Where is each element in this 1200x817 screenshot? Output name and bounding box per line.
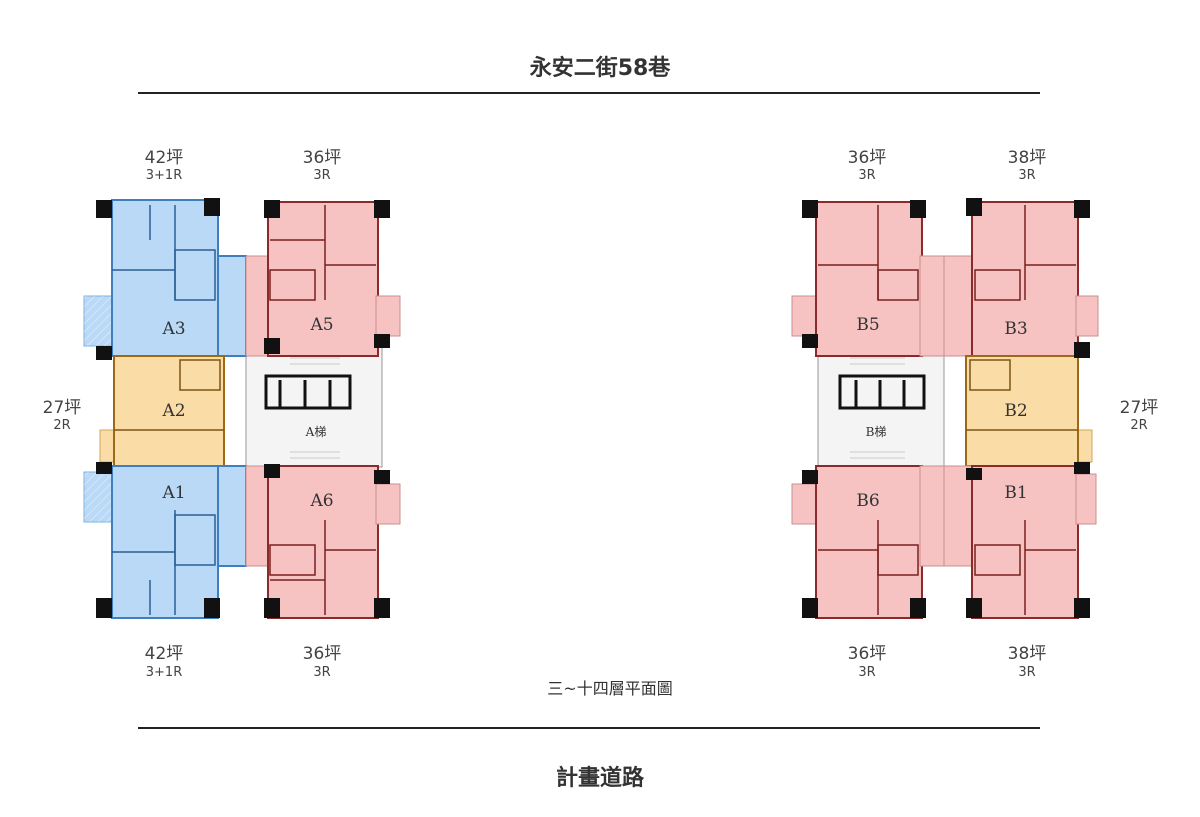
a1-size: 42坪: [144, 644, 184, 664]
a5-size: 36坪: [302, 148, 342, 168]
b5-size: 36坪: [847, 148, 887, 168]
unit-a5[interactable]: [267, 201, 379, 357]
lift-shaft-a: [264, 374, 352, 410]
bottom-road-name: 計畫道路: [555, 766, 644, 791]
columns-b: [802, 198, 1090, 618]
unit-b2-label: B2: [1004, 401, 1027, 421]
a3-size: 42坪: [144, 148, 184, 168]
b3-rooms: 3R: [1018, 168, 1036, 183]
b1-size: 38坪: [1007, 644, 1047, 664]
lift-label-a: A梯: [305, 425, 327, 439]
b6-size: 36坪: [847, 644, 887, 664]
a3-rooms: 3+1R: [145, 168, 183, 183]
unit-b6[interactable]: [815, 465, 923, 619]
unit-b1-label: B1: [1004, 483, 1027, 503]
b2-size: 27坪: [1119, 398, 1159, 418]
building-a: A梯 A3 A5 A2: [83, 198, 401, 619]
a6-rooms: 3R: [313, 665, 331, 680]
a2-size: 27坪: [42, 398, 82, 418]
bottom-divider: [138, 727, 1040, 729]
lift-shaft-b: [838, 374, 926, 410]
a1-rooms: 3+1R: [145, 665, 183, 680]
building-b: B梯 B5 B3 B2 B6: [791, 198, 1099, 619]
unit-a1-label: A1: [161, 483, 185, 503]
unit-b6-label: B6: [856, 491, 879, 511]
unit-a1[interactable]: [111, 465, 219, 619]
top-road-name: 永安二街58巷: [529, 56, 671, 81]
a2-rooms: 2R: [53, 418, 71, 433]
columns-a: [96, 198, 390, 618]
b5-rooms: 3R: [858, 168, 876, 183]
a6-size: 36坪: [302, 644, 342, 664]
b6-rooms: 3R: [858, 665, 876, 680]
unit-a2-label: A2: [161, 401, 185, 421]
b3-size: 38坪: [1007, 148, 1047, 168]
unit-b5-label: B5: [856, 315, 879, 335]
unit-b3-label: B3: [1004, 319, 1027, 339]
unit-b5[interactable]: [815, 201, 923, 357]
unit-a5-label: A5: [309, 315, 333, 335]
b2-rooms: 2R: [1130, 418, 1148, 433]
unit-a6[interactable]: [267, 465, 379, 619]
unit-a6-label: A6: [309, 491, 333, 511]
top-divider: [138, 92, 1040, 94]
a5-rooms: 3R: [313, 168, 331, 183]
lift-label-b: B梯: [866, 425, 887, 439]
unit-a3-label: A3: [161, 319, 185, 339]
core-a: [245, 344, 383, 468]
b1-rooms: 3R: [1018, 665, 1036, 680]
floor-caption: 三~十四層平面圖: [547, 679, 673, 698]
